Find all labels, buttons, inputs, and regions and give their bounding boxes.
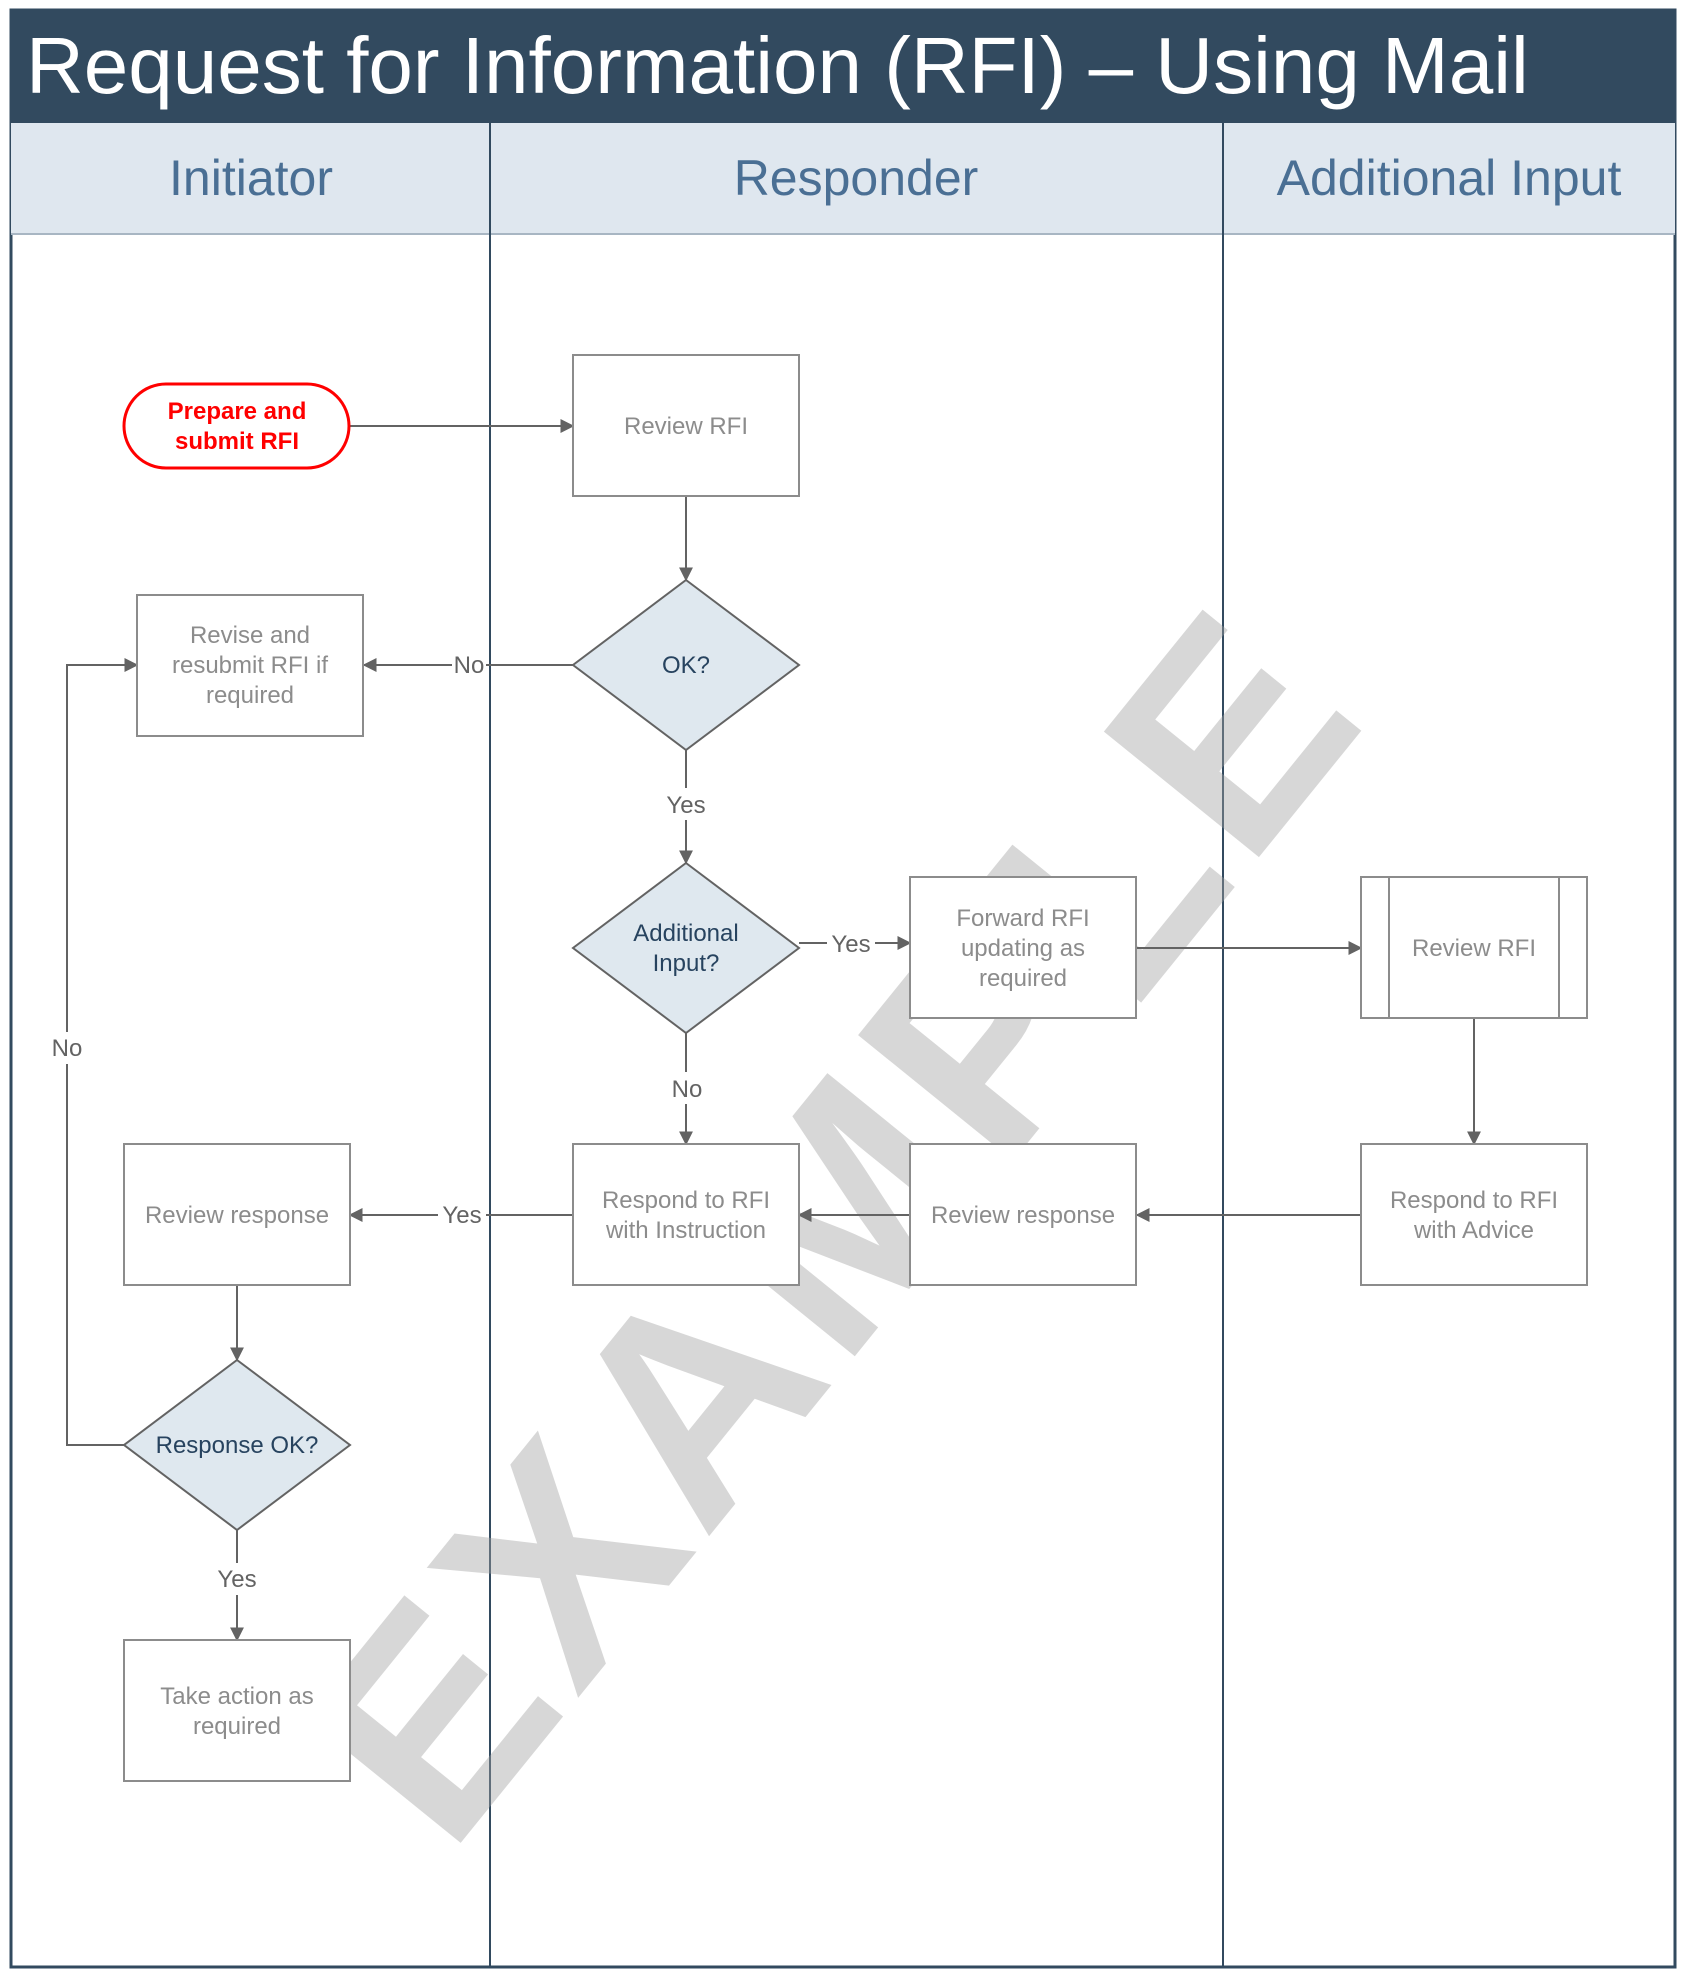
lane-initiator-label: Initiator [169, 150, 333, 206]
label-line: Review response [931, 1202, 1115, 1229]
additional-review-rfi-label: Review RFI [1412, 935, 1536, 962]
edge-label-ok-no: No [454, 652, 485, 679]
label-line: Forward RFI [956, 905, 1089, 932]
label-line: required [193, 1713, 281, 1740]
label-line: OK? [662, 652, 710, 679]
label-line: Take action as [160, 1683, 313, 1710]
label-line: Revise and [190, 622, 310, 649]
lane-header-bg [11, 123, 1675, 234]
label-line: Respond to RFI [602, 1187, 770, 1214]
label-line: Review response [145, 1202, 329, 1229]
label-line: Prepare and [168, 398, 307, 425]
forward-rfi-label: Forward RFI updating as required [956, 905, 1089, 992]
take-action-label: Take action as required [160, 1683, 313, 1740]
decision-diamond-additional-input [571, 861, 801, 1035]
title-bar [11, 10, 1675, 123]
label-line: resubmit RFI if [172, 652, 328, 679]
label-line: Input? [653, 950, 720, 977]
label-line: updating as [961, 935, 1085, 962]
label-line: Response OK? [156, 1432, 319, 1459]
revise-resubmit-label: Revise and resubmit RFI if required [172, 622, 328, 709]
start-prepare-submit-label: Prepare and submit RFI [168, 398, 307, 455]
process-box-review-rfi [572, 354, 800, 497]
edge-label-backgrounds [50, 650, 875, 1595]
response-ok-decision-label: Response OK? [156, 1432, 319, 1459]
process-box-responder-review-response [909, 1143, 1137, 1286]
label-line: with Instruction [605, 1217, 766, 1244]
process-box-take-action [123, 1639, 351, 1782]
process-box-initiator-review-response [123, 1143, 351, 1286]
label-line: required [979, 965, 1067, 992]
lane-additional-input-label: Additional Input [1277, 150, 1622, 206]
edge-label-ok-yes: Yes [666, 792, 705, 819]
label-line: Review RFI [624, 413, 748, 440]
edge-label-additional-no: No [672, 1076, 703, 1103]
start-terminator [122, 382, 351, 470]
initiator-review-response-label: Review response [145, 1202, 329, 1229]
page-title: Request for Information (RFI) – Using Ma… [26, 21, 1529, 110]
process-box-respond-advice [1360, 1143, 1588, 1286]
label-line: submit RFI [175, 428, 299, 455]
decision-diamond-response-ok [122, 1358, 352, 1532]
label-line: with Advice [1413, 1217, 1534, 1244]
node-labels: Prepare and submit RFI Review RFI OK? Rev… [145, 398, 1558, 1740]
edge-label-response-no: No [52, 1035, 83, 1062]
label-line: required [206, 682, 294, 709]
review-rfi-label: Review RFI [624, 413, 748, 440]
subprocess-box-additional-review-rfi [1360, 876, 1588, 1019]
process-box-revise-resubmit [136, 594, 364, 737]
responder-review-response-label: Review response [931, 1202, 1115, 1229]
label-line: Additional [633, 920, 738, 947]
ok-decision-label: OK? [662, 652, 710, 679]
edge-label-instruction-yes: Yes [442, 1202, 481, 1229]
label-line: Review RFI [1412, 935, 1536, 962]
lane-responder-label: Responder [734, 150, 979, 206]
label-line: Respond to RFI [1390, 1187, 1558, 1214]
nodes [122, 354, 1588, 1782]
respond-instruction-label: Respond to RFI with Instruction [602, 1187, 770, 1244]
edge-label-response-yes: Yes [217, 1566, 256, 1593]
process-box-respond-instruction [572, 1143, 800, 1286]
respond-advice-label: Respond to RFI with Advice [1390, 1187, 1558, 1244]
process-box-forward-rfi [909, 876, 1137, 1019]
edge-label-additional-yes: Yes [831, 931, 870, 958]
decision-diamond-ok [571, 578, 801, 752]
